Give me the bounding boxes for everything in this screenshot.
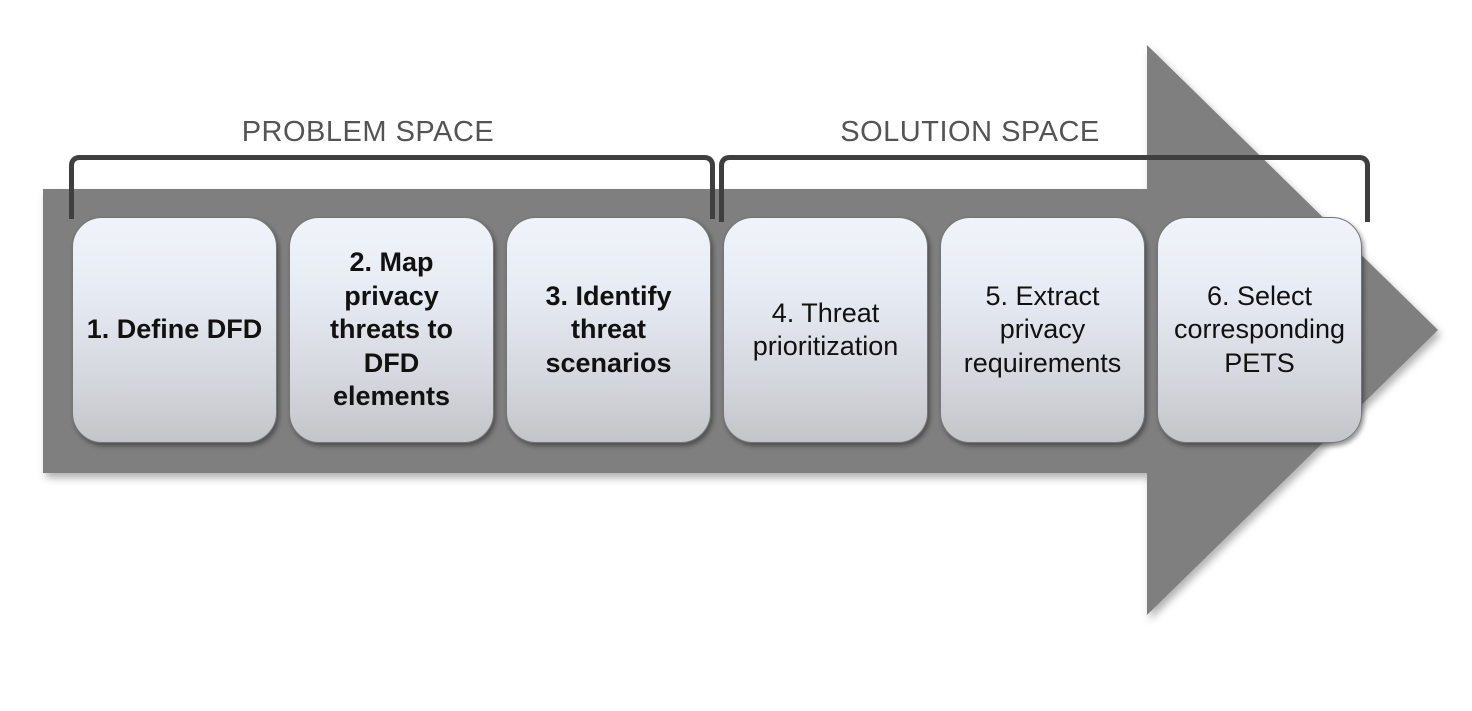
step-box-threat-prioritization: 4. Threat prioritization <box>723 217 928 443</box>
step-box-define-dfd: 1. Define DFD <box>72 217 277 443</box>
step-box-select-corresponding-pets: 6. Select corresponding PETS <box>1157 217 1362 443</box>
problem-space-label: PROBLEM SPACE <box>241 116 495 148</box>
step-box-map-privacy-threats: 2. Map privacy threats to DFD elements <box>289 217 494 443</box>
step-box-extract-privacy-requirements: 5. Extract privacy requirements <box>940 217 1145 443</box>
problem-space-bracket <box>69 155 715 219</box>
solution-space-bracket <box>719 155 1370 222</box>
solution-space-label: SOLUTION SPACE <box>840 116 1100 148</box>
step-box-identify-threat-scenarios: 3. Identify threat scenarios <box>506 217 711 443</box>
